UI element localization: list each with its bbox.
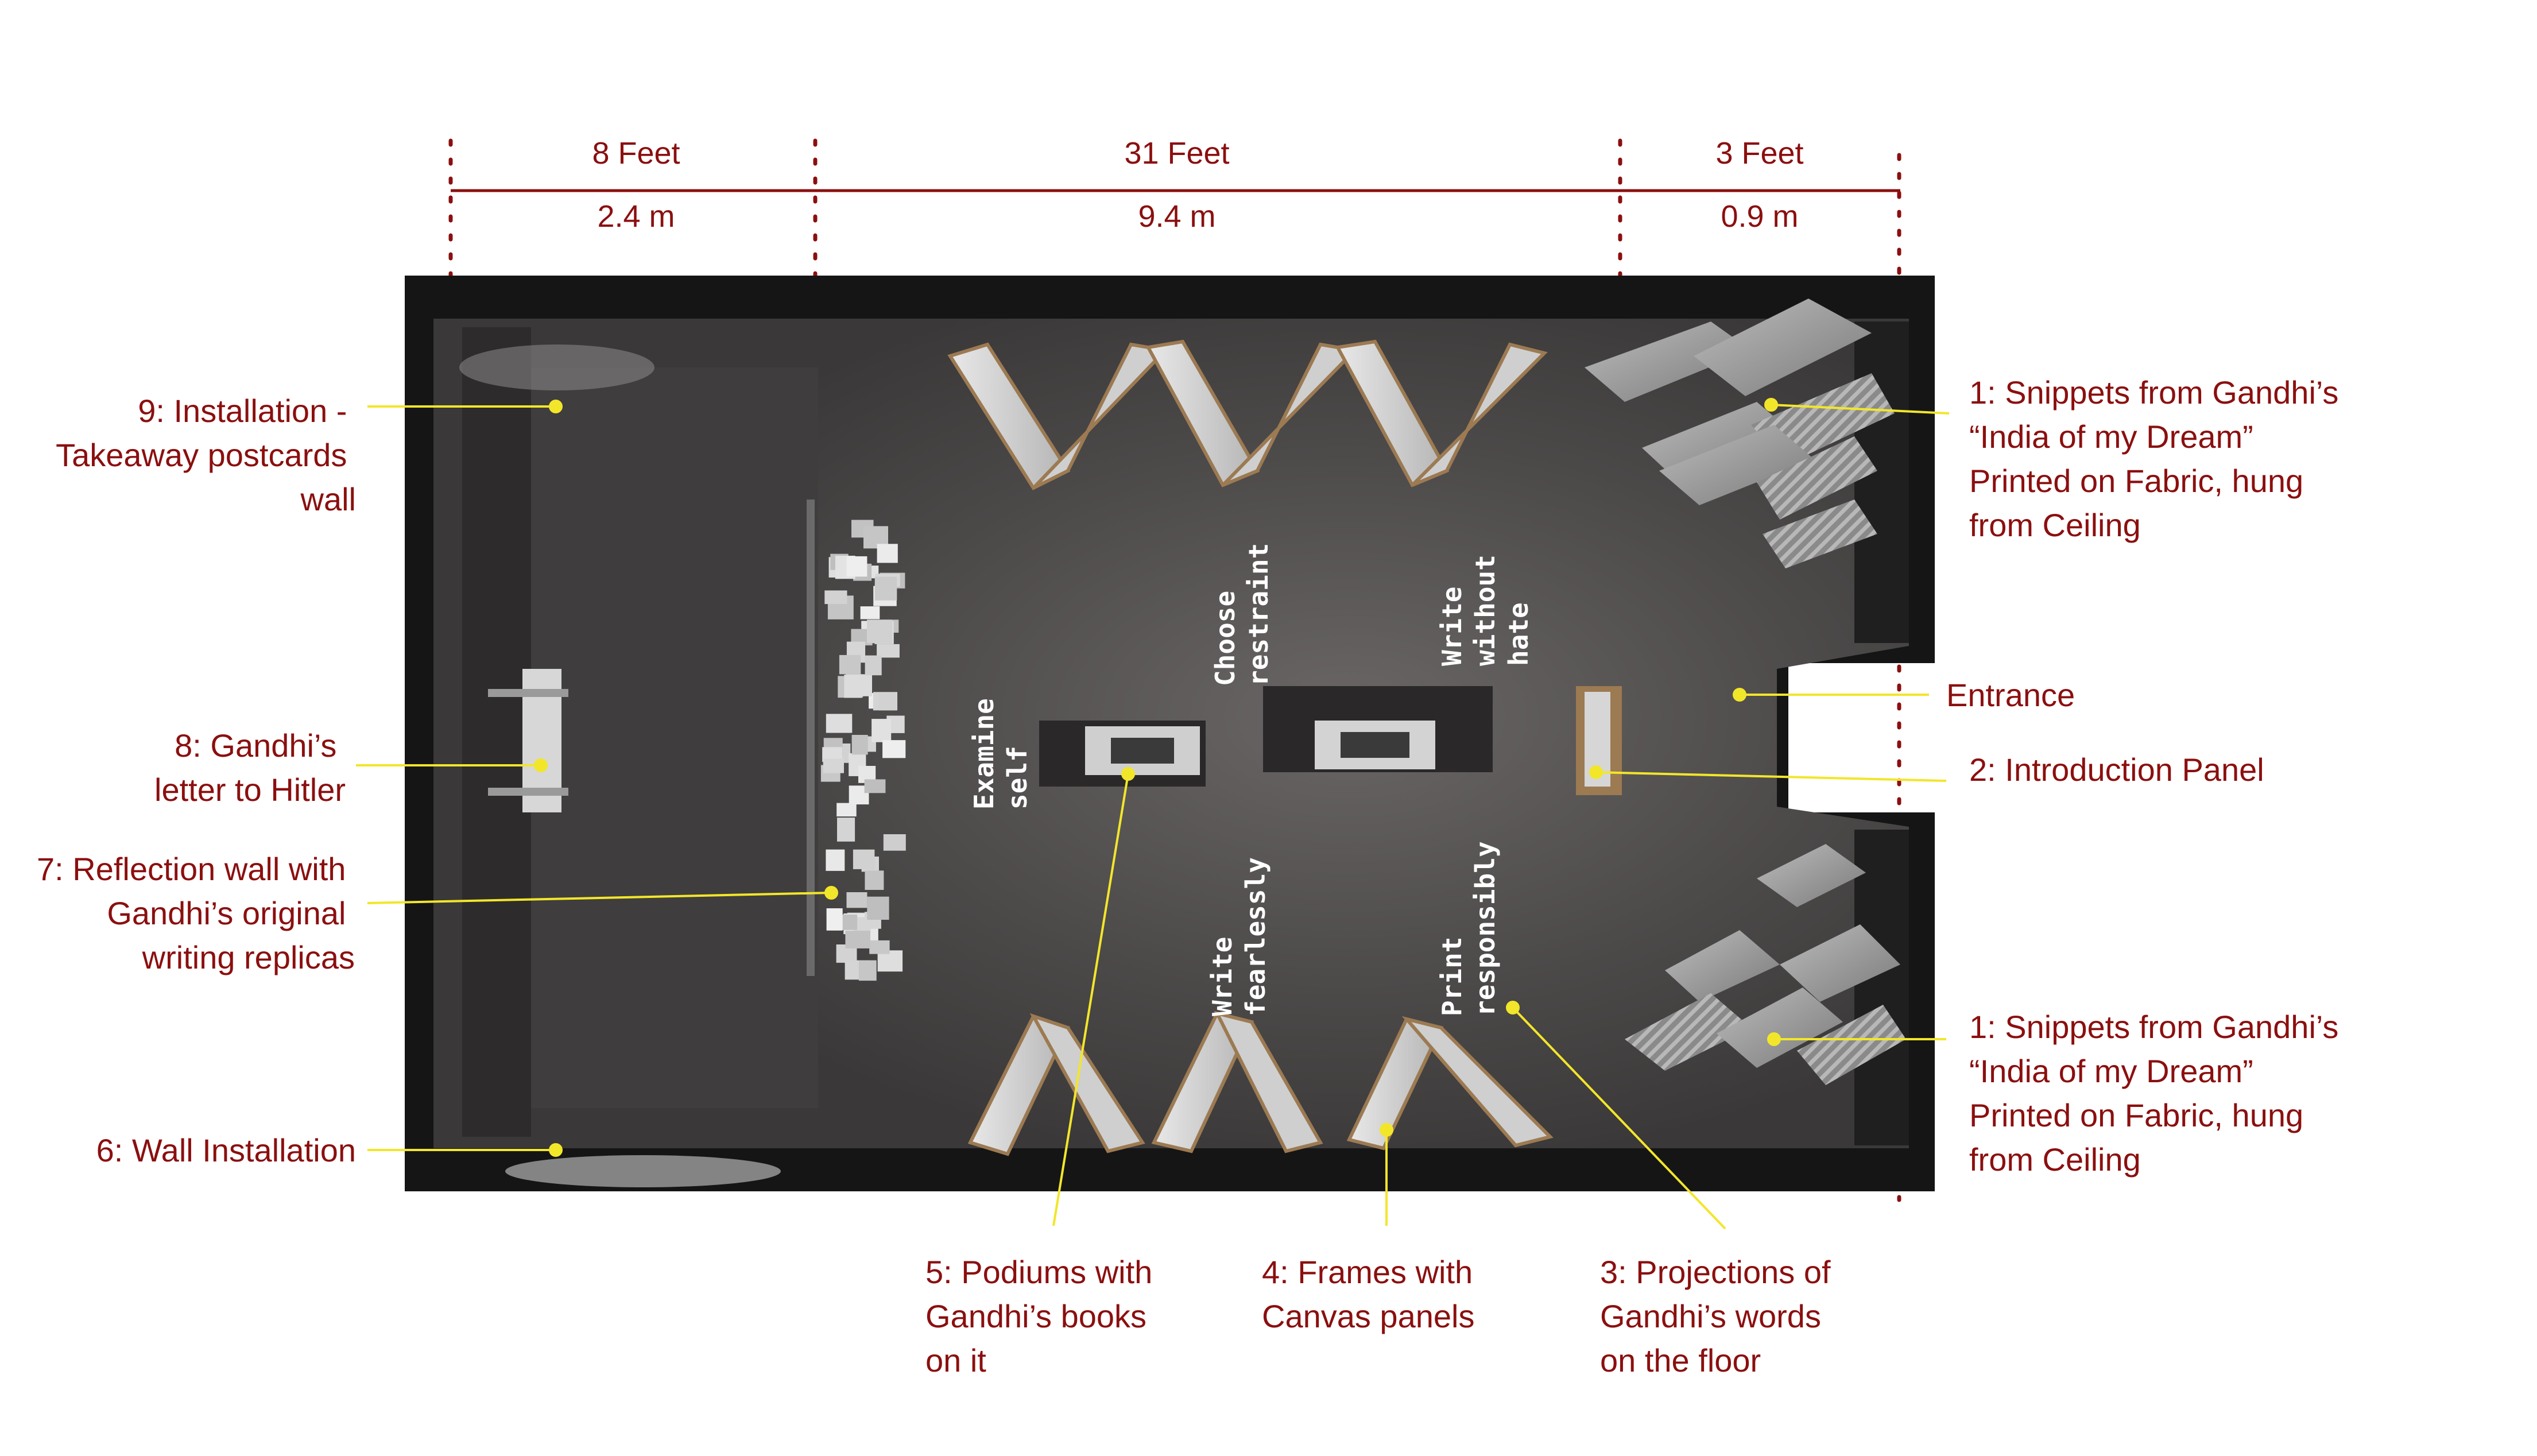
reflection-paper — [874, 576, 897, 601]
floor-word-write-fearlessly: Write fearlessly — [1207, 857, 1271, 1016]
callout-7: 7: Reflection wall with Gandhi’s origina… — [37, 851, 355, 975]
leader-lines — [356, 404, 1950, 1230]
leader-5 — [1052, 773, 1129, 1226]
reflection-paper — [837, 818, 855, 842]
dot-6 — [549, 1143, 563, 1157]
dot-3 — [1506, 1001, 1520, 1014]
dim-meters-3: 0.9 m — [1721, 199, 1798, 234]
floor-word-examine-self: Examine self — [969, 682, 1033, 810]
callout-1-top: 1: Snippets from Gandhi’s “India of my D… — [1969, 374, 2348, 543]
reflection-paper — [864, 779, 886, 793]
dot-1-bottom — [1767, 1032, 1781, 1046]
fabric-snippets-bottom — [1625, 844, 1906, 1085]
right-recess-top — [1854, 322, 1909, 643]
reflection-paper — [836, 803, 857, 817]
wall-light-bottom — [505, 1155, 781, 1187]
floor-word-choose-restraint: Choose restraint — [1210, 543, 1274, 686]
dot-8 — [534, 758, 548, 772]
callout-entrance: Entrance — [1946, 677, 2075, 713]
reflection-paper — [839, 655, 861, 675]
reflection-paper — [867, 896, 889, 920]
reflection-paper — [826, 714, 853, 733]
reflection-paper — [878, 694, 897, 711]
callout-labels: 9: Installation - Takeaway postcards wal… — [37, 374, 2348, 1378]
canvas-frames-bottom — [967, 1010, 1554, 1156]
reflection-paper — [882, 740, 906, 758]
reflection-paper — [860, 606, 880, 619]
dim-feet-1: 8 Feet — [592, 136, 680, 171]
reflection-paper — [877, 644, 900, 658]
reflection-paper — [846, 556, 867, 577]
leader-7 — [367, 892, 830, 904]
reflection-paper — [865, 870, 884, 890]
reflection-paper — [846, 674, 872, 696]
dim-meters-1: 2.4 m — [597, 199, 675, 234]
canvas-frames-top — [947, 339, 1548, 490]
left-bay-floor — [531, 367, 818, 1108]
reflection-paper — [826, 908, 843, 931]
reflection-paper — [851, 735, 868, 755]
podiums — [1039, 686, 1493, 787]
reflection-paper — [877, 544, 898, 563]
dim-feet-3: 3 Feet — [1715, 136, 1803, 171]
fabric-snippets-top — [1585, 299, 1895, 568]
reflection-paper — [846, 892, 867, 908]
callout-4: 4: Frames with Canvas panels — [1262, 1254, 1482, 1334]
reflection-paper — [845, 931, 870, 948]
dim-feet-2: 31 Feet — [1124, 136, 1229, 171]
leader-2 — [1595, 771, 1947, 782]
leader-1-top — [1771, 404, 1950, 415]
reflection-paper — [865, 655, 882, 676]
callout-6: 6: Wall Installation — [96, 1132, 356, 1168]
letter-to-hitler-table — [488, 669, 568, 812]
callout-3: 3: Projections of Gandhi’s words on the … — [1600, 1254, 1839, 1378]
callout-1-bottom: 1: Snippets from Gandhi’s “India of my D… — [1969, 1009, 2348, 1178]
dot-4 — [1380, 1123, 1393, 1137]
floor-word-write-without-hate: Write without hate — [1436, 539, 1534, 666]
dot-1-top — [1764, 398, 1778, 412]
wall-light-top — [459, 344, 654, 390]
reflection-paper — [883, 834, 906, 851]
dim-meters-2: 9.4 m — [1138, 199, 1215, 234]
callout-9: 9: Installation - Takeaway postcards wal… — [56, 393, 356, 517]
reflection-paper — [872, 719, 892, 742]
callout-2: 2: Introduction Panel — [1969, 752, 2264, 788]
dot-entrance — [1733, 688, 1746, 702]
callout-8: 8: Gandhi’s letter to Hitler — [154, 727, 346, 808]
introduction-panel — [1576, 686, 1622, 795]
dot-2 — [1589, 765, 1603, 779]
reflection-paper — [824, 590, 847, 605]
reflection-paper — [853, 849, 875, 869]
dot-5 — [1121, 767, 1135, 781]
floor-word-print-responsibly: Print responsibly — [1436, 841, 1501, 1016]
reflection-paper — [826, 849, 845, 871]
dot-9 — [549, 400, 563, 413]
callout-5: 5: Podiums with Gandhi’s books on it — [925, 1254, 1161, 1378]
right-recess-bottom — [1854, 830, 1909, 1145]
reflection-paper — [823, 758, 844, 773]
leader-3 — [1512, 1006, 1726, 1230]
leader-dots — [534, 398, 1781, 1157]
reflection-paper — [869, 940, 890, 954]
reflection-paper — [858, 960, 877, 981]
dot-7 — [824, 886, 838, 900]
left-bay-wall — [462, 327, 531, 1137]
reflection-wall — [807, 499, 906, 981]
floor-projections: Examine self Choose restraint Write with… — [969, 539, 1534, 1016]
reflection-paper — [867, 619, 892, 644]
